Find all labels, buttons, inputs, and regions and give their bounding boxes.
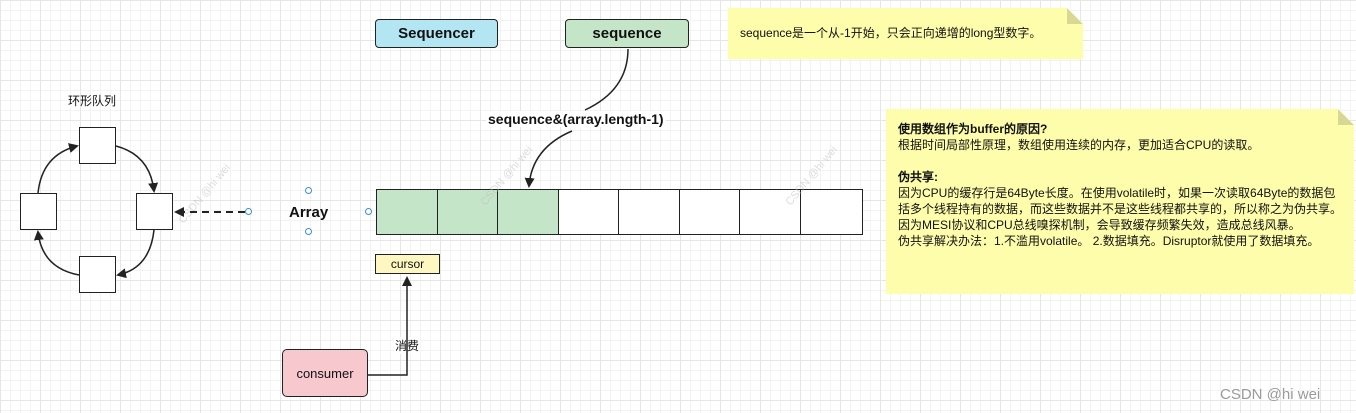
selection-handle-left[interactable] (245, 208, 252, 215)
array-cell[interactable] (498, 190, 559, 234)
csdn-watermark: CSDN @hi wei (1220, 386, 1321, 403)
ring-node-left[interactable] (20, 193, 57, 230)
array-cell[interactable] (801, 190, 862, 234)
selection-handle-right[interactable] (365, 208, 372, 215)
array-label[interactable]: Array (289, 204, 329, 221)
consume-edge-label: 消费 (394, 337, 421, 354)
array-cell[interactable] (740, 190, 801, 234)
array-cell[interactable] (559, 190, 619, 234)
index-formula-label: sequence&(array.length-1) (486, 111, 666, 127)
array-cell[interactable] (619, 190, 680, 234)
ring-queue-label: 环形队列 (68, 94, 117, 108)
false-sharing-body: 因为CPU的缓存行是64Byte长度。在使用volatile时，如果一次读取64… (898, 186, 1343, 232)
note-sequence[interactable]: sequence是一个从-1开始，只会正向递增的long型数字。 (728, 8, 1083, 59)
sequence-to-formula-line (584, 48, 629, 111)
ring-node-top[interactable] (79, 127, 116, 164)
array-cell[interactable] (377, 190, 438, 234)
note-title: 使用数组作为buffer的原因? (898, 122, 1048, 136)
formula-to-cell-arrow (524, 130, 573, 188)
selection-handle-bottom[interactable] (305, 228, 312, 235)
selection-handle-top[interactable] (305, 187, 312, 194)
ring-arrow-top-right (115, 145, 159, 193)
sequence-box[interactable]: sequence (565, 19, 689, 48)
note-reason: 根据时间局部性原理，数组使用连续的内存，更加适合CPU的读取。 (898, 138, 1260, 152)
cursor-box[interactable]: cursor (375, 254, 440, 274)
consumer-box[interactable]: consumer (282, 349, 368, 397)
ring-node-bottom[interactable] (79, 256, 116, 293)
consumer-to-cursor-arrow (368, 276, 412, 376)
watermark-faint: CSDN @hi wei (176, 161, 233, 227)
note-fold-corner (1338, 109, 1354, 125)
array-cell[interactable] (437, 190, 498, 234)
sequencer-box[interactable]: Sequencer (375, 19, 498, 48)
note-fold-corner (1067, 8, 1083, 24)
array-buffer[interactable] (376, 189, 863, 235)
ring-node-right[interactable] (136, 193, 173, 230)
note-buffer-reason[interactable]: 使用数组作为buffer的原因? 根据时间局部性原理，数组使用连续的内存，更加适… (886, 109, 1354, 294)
array-cell[interactable] (680, 190, 740, 234)
false-sharing-solution: 伪共享解决办法：1.不滥用volatile。 2.数据填充。Disruptor就… (898, 234, 1320, 248)
false-sharing-title: 伪共享: (898, 170, 938, 184)
ring-arrow-bottom-left (33, 230, 80, 276)
note-sequence-text: sequence是一个从-1开始，只会正向递增的long型数字。 (740, 26, 1042, 40)
ring-arrow-right-bottom (116, 229, 155, 279)
ring-arrow-left-top (37, 143, 79, 194)
